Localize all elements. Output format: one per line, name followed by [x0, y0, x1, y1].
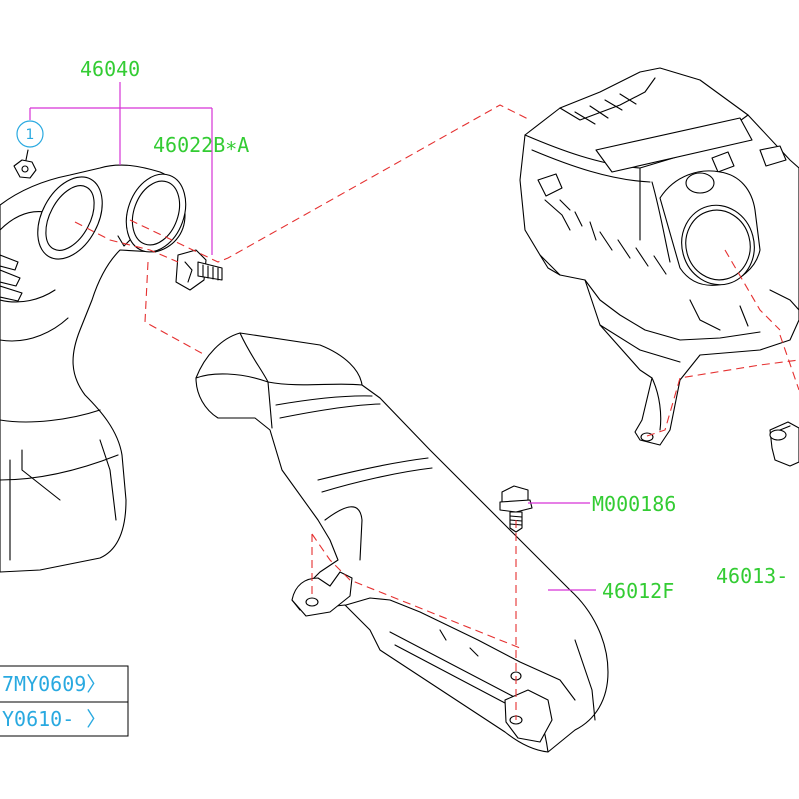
- legend-row-2: Y0610- 〉: [2, 707, 106, 731]
- ref-number: 1: [26, 127, 35, 143]
- intake-resonator: [0, 164, 187, 573]
- sensor-part: [769, 421, 799, 467]
- bolt-icon: [499, 485, 533, 533]
- model-year-legend: 7MY0609〉 Y0610- 〉: [0, 665, 129, 737]
- leader-lines: [29, 82, 596, 591]
- mount-clip: [175, 249, 223, 291]
- part-label-46040[interactable]: 46040: [80, 57, 140, 81]
- part-label-46012f[interactable]: 46012F: [602, 579, 674, 603]
- ref-circle: 1: [16, 120, 44, 148]
- phantom-lines: [74, 104, 799, 720]
- legend-row-1: 7MY0609〉: [2, 672, 106, 696]
- air-cleaner-case: [519, 67, 799, 446]
- part-label-46022[interactable]: 46022B∗A: [153, 133, 249, 157]
- nut-icon: [13, 149, 37, 179]
- intake-duct: [195, 332, 609, 753]
- part-label-m000186[interactable]: M000186: [592, 492, 676, 516]
- part-label-46013[interactable]: 46013-: [716, 564, 788, 588]
